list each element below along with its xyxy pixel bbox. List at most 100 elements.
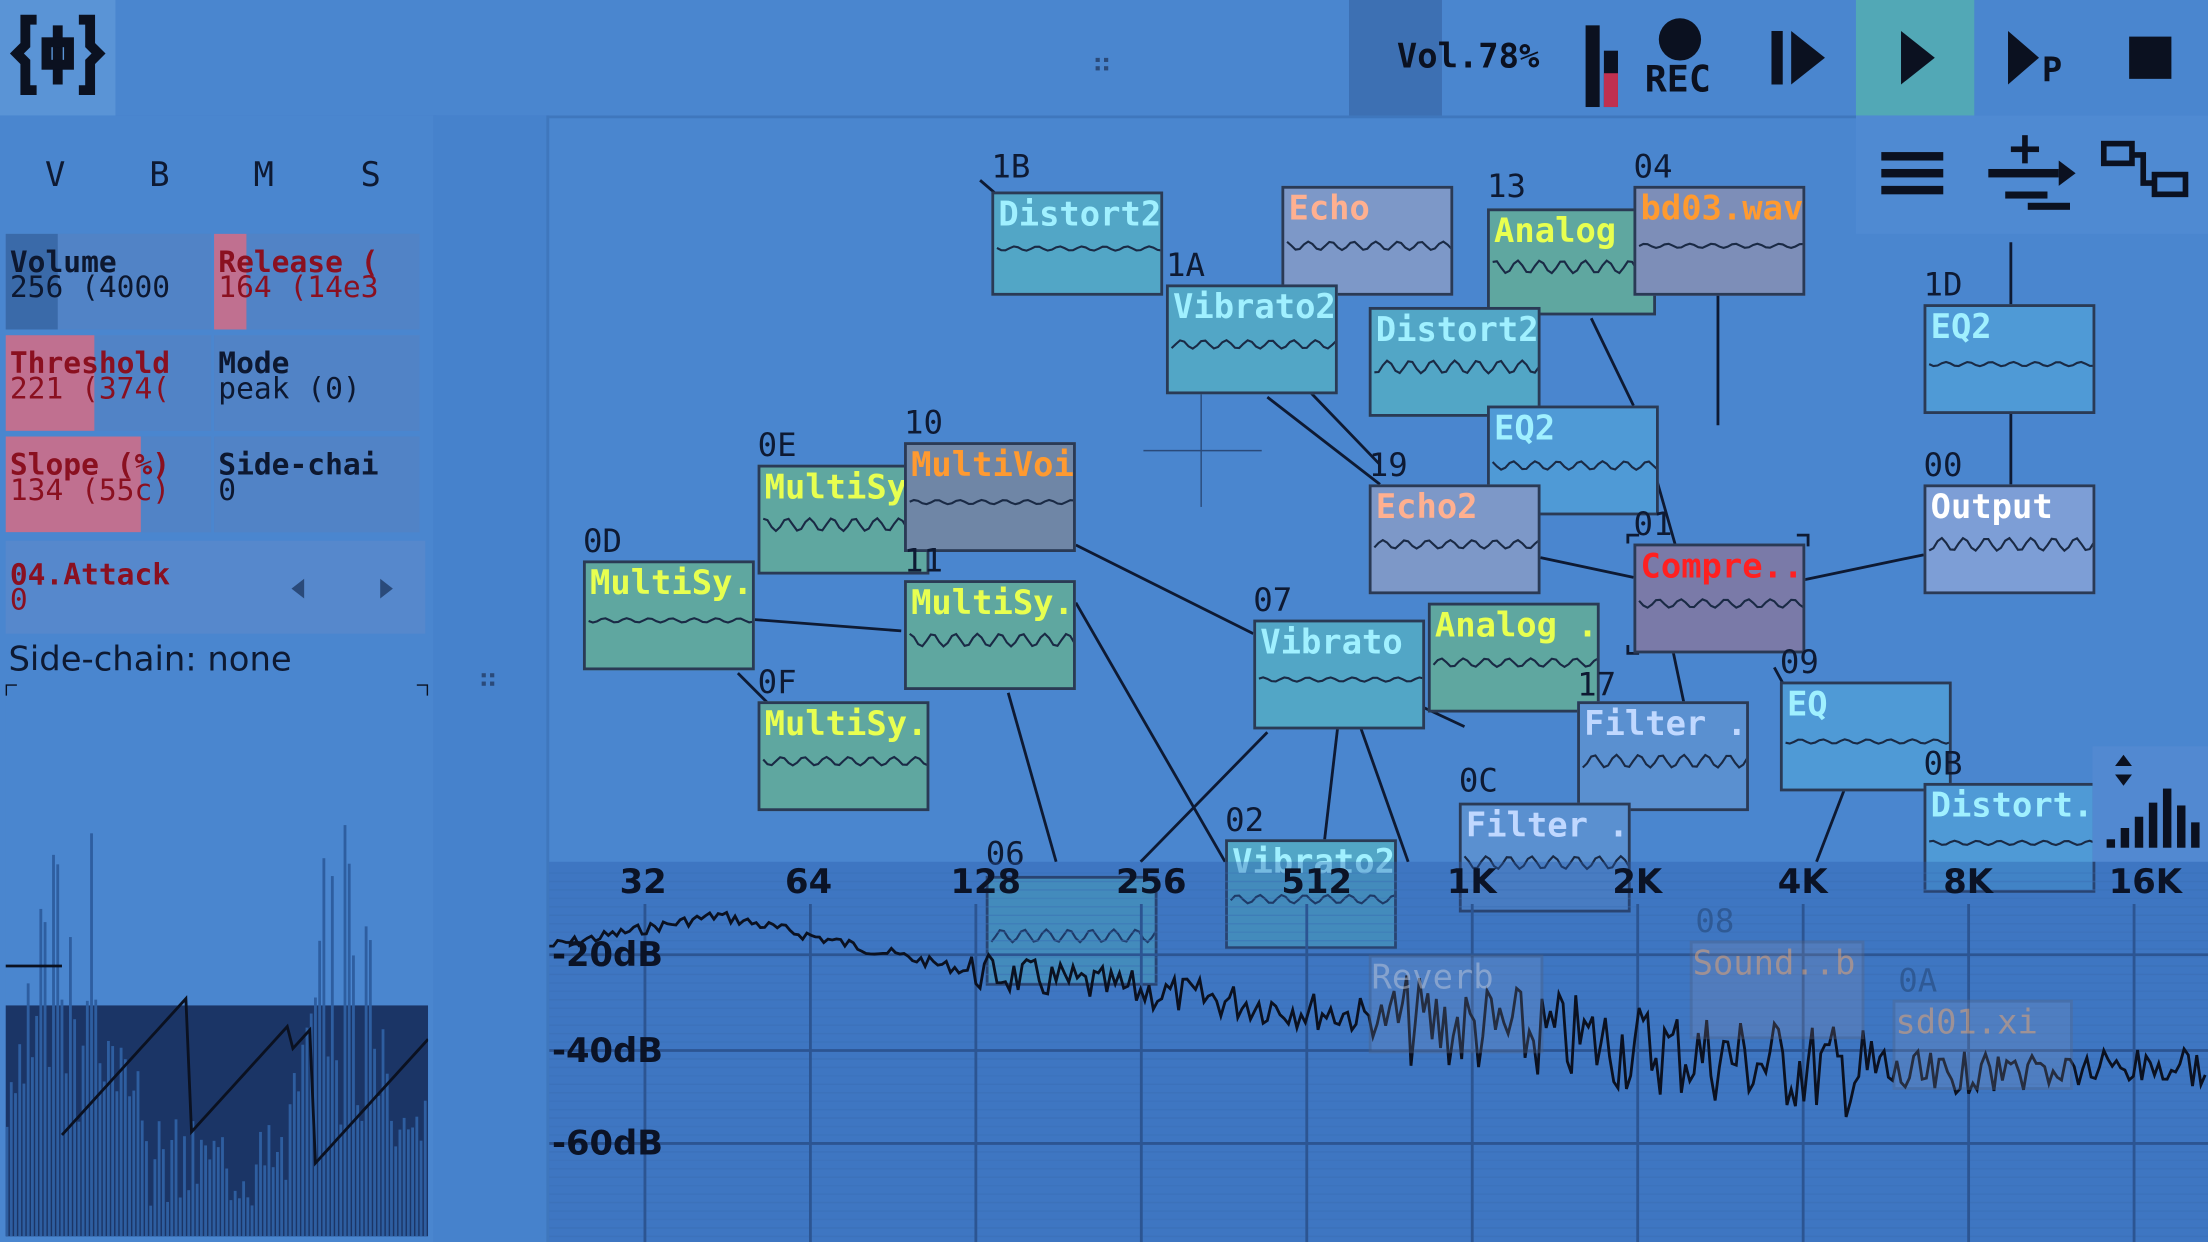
module-analog-r[interactable]: Analog .r	[1487, 208, 1656, 316]
module-echo[interactable]: Echo	[1281, 185, 1454, 296]
menu-icon[interactable]	[1873, 132, 1957, 216]
scope-bar	[94, 999, 98, 1237]
record-label: REC	[1644, 59, 1711, 102]
module-eq2[interactable]: EQ2	[1923, 304, 2096, 414]
scope-bar	[14, 1093, 17, 1237]
module-distort-n[interactable]: Distort.n	[1923, 782, 2096, 893]
module-analog-r[interactable]: Analog .r	[1427, 602, 1600, 713]
volume-readout[interactable]: Vol.78%	[1396, 36, 1540, 77]
module-scope	[1374, 359, 1538, 375]
module-vibrato2[interactable]: Vibrato2	[1225, 839, 1397, 950]
stop-button[interactable]	[2098, 0, 2205, 115]
tab-b[interactable]: B	[149, 154, 170, 195]
module-distort2[interactable]: Distort2	[1368, 306, 1541, 417]
volume-area[interactable]	[1349, 0, 1442, 116]
module-scope	[1170, 338, 1335, 350]
level-zoom-control[interactable]	[2092, 746, 2208, 862]
module-vibrato2[interactable]: Vibrato2	[1165, 284, 1338, 395]
selected-param-attack[interactable]: 04.Attack 0	[5, 540, 426, 634]
app-menu-button[interactable]	[0, 0, 116, 116]
scope-bar	[149, 1205, 153, 1237]
module-scope	[1638, 242, 1803, 250]
param-name: Release (	[218, 245, 379, 279]
module-name: Filter ..0	[1465, 805, 1629, 845]
module-vibrato[interactable]: Vibrato	[1253, 619, 1426, 730]
module-multivoix[interactable]: MultiVoix	[904, 442, 1076, 552]
param-name: Mode	[218, 346, 290, 381]
module-name: bd03.wav	[1640, 188, 1804, 229]
drag-handle-icon[interactable]	[481, 673, 499, 687]
scope-bar	[267, 1125, 271, 1237]
module-name: Distort2	[1375, 309, 1539, 350]
scope-bar	[322, 858, 326, 1237]
play-from-start-button[interactable]	[1746, 0, 1853, 115]
drag-handle-icon[interactable]	[1095, 51, 1113, 71]
module-eq[interactable]: EQ	[1779, 681, 1952, 792]
scope-bar	[60, 999, 64, 1237]
module-id-label: 00	[1923, 447, 1963, 485]
scope-bar	[5, 1126, 9, 1237]
module-multisy-5[interactable]: MultiSy.5	[904, 580, 1076, 690]
faded-module-sound: Sound..b	[1689, 940, 1865, 1040]
module-echo2[interactable]: Echo2	[1368, 484, 1541, 595]
scope-bar	[309, 1013, 313, 1237]
module-filter-0[interactable]: Filter ..0	[1458, 802, 1631, 913]
chevron-left-icon[interactable]	[284, 575, 312, 603]
play-pattern-label: P	[2041, 50, 2063, 91]
scope-bar	[394, 1146, 398, 1237]
module-scope	[996, 245, 1161, 252]
scope-bar	[123, 1059, 127, 1237]
connect-modules-icon[interactable]	[2098, 135, 2197, 219]
module-id-label: 0D	[582, 523, 622, 561]
scope-bar	[170, 1140, 174, 1237]
tab-m[interactable]: M	[253, 154, 274, 195]
panel-divider[interactable]	[433, 115, 550, 1242]
scope-bar	[356, 1105, 360, 1237]
module-id-label: 04	[1633, 149, 1673, 186]
scope-bar	[98, 1063, 102, 1237]
module-multisy[interactable]: MultiSy.	[757, 464, 930, 575]
module-id-label: 19	[1368, 447, 1408, 485]
tab-v[interactable]: V	[45, 154, 66, 195]
freq-label: 1K	[1446, 861, 1497, 902]
play-pattern-button[interactable]: P	[1977, 0, 2090, 115]
module-distort2[interactable]: Distort2	[991, 191, 1164, 296]
scope-bar	[339, 1124, 343, 1237]
scope-bar	[136, 1071, 140, 1237]
tab-s[interactable]: S	[360, 154, 381, 195]
scope-bar	[85, 1000, 89, 1237]
module-multisy-4[interactable]: MultiSy.4	[757, 701, 930, 812]
module-output[interactable]: Output	[1923, 484, 2096, 595]
scope-bar	[343, 825, 347, 1237]
spectrum-plot	[549, 872, 2208, 1242]
play-button[interactable]	[1855, 0, 1975, 116]
module-filter-2[interactable]: Filter ..2	[1577, 701, 1749, 812]
scope-bar	[191, 1121, 195, 1237]
chevron-right-icon[interactable]	[372, 575, 400, 603]
module-compre-r[interactable]: Compre..r	[1633, 543, 1806, 654]
module-id-label: 09	[1779, 644, 1819, 682]
module-id-label: 06	[985, 836, 1025, 874]
scope-bar	[195, 1183, 199, 1237]
module-bd03-wav[interactable]: bd03.wav	[1633, 185, 1806, 296]
freq-label: 4K	[1777, 861, 1828, 902]
param-slope[interactable]: Slope (%)134 (55c)	[5, 436, 212, 533]
record-button[interactable]: REC	[1633, 8, 1726, 107]
scope-bar	[284, 1179, 288, 1237]
module-multisy-2[interactable]: MultiSy.2	[582, 560, 755, 671]
record-icon	[1658, 18, 1702, 61]
scope-bar	[352, 955, 355, 1237]
module-name: Echo	[1288, 188, 1370, 229]
param-release[interactable]: Release (164 (14e3	[214, 233, 420, 330]
scope-bar	[52, 854, 55, 1237]
scope-bar	[178, 1197, 182, 1237]
module-name: Analog .r	[1434, 605, 1598, 645]
db-label: -20dB	[551, 935, 664, 975]
scope-bar	[47, 1066, 51, 1237]
add-module-icon[interactable]	[1980, 127, 2079, 226]
